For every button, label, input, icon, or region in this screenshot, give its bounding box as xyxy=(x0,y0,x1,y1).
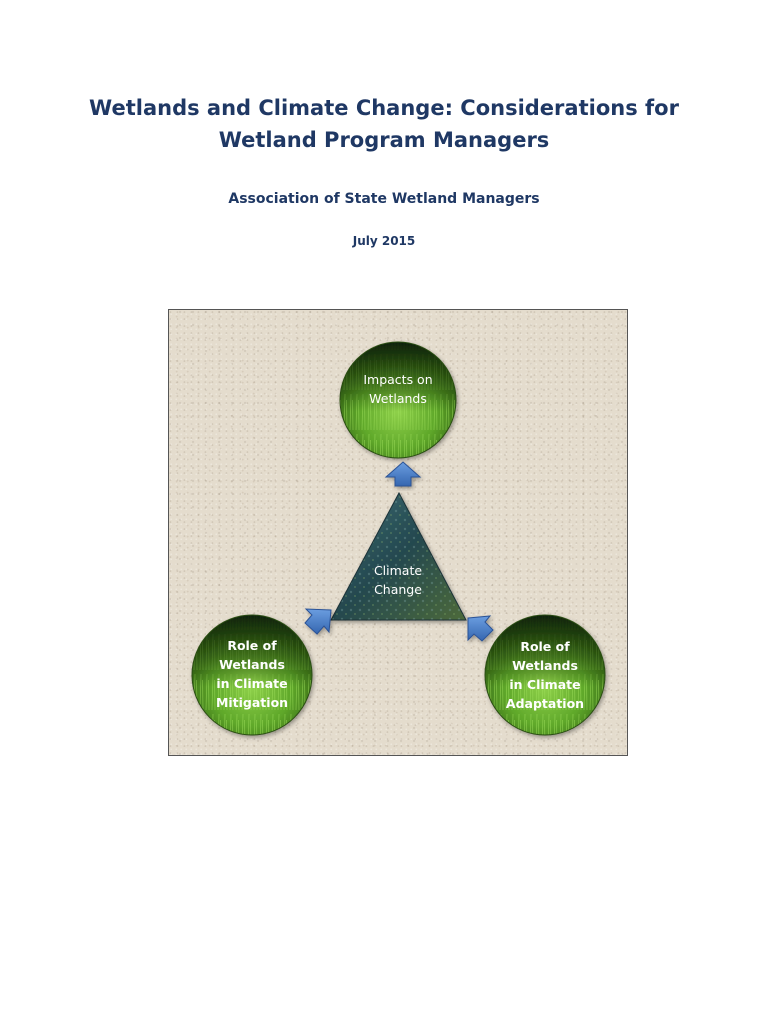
document-title-line2: Wetland Program Managers xyxy=(218,128,550,152)
node-climate-label-line1: Climate xyxy=(374,563,422,578)
publication-date: July 2015 xyxy=(352,234,416,248)
node-mitigation-label-line3: in Climate xyxy=(216,676,287,691)
cover-diagram: Impacts on Wetlands Climate Change Role … xyxy=(168,309,628,756)
node-mitigation-label-line1: Role of xyxy=(227,638,277,653)
node-role-in-mitigation xyxy=(191,614,313,736)
diagram-svg: Impacts on Wetlands Climate Change Role … xyxy=(191,341,606,736)
arrow-up-left-icon xyxy=(467,615,494,642)
node-climate-change xyxy=(330,491,467,621)
node-adaptation-label-line1: Role of xyxy=(520,639,570,654)
node-adaptation-label-line3: in Climate xyxy=(509,677,580,692)
node-impacts-label-line2: Wetlands xyxy=(369,391,427,406)
arrow-up-icon xyxy=(384,461,422,487)
node-mitigation-label-line2: Wetlands xyxy=(219,657,285,672)
node-mitigation-label-line4: Mitigation xyxy=(216,695,288,710)
node-role-in-adaptation xyxy=(484,614,606,736)
node-adaptation-label-line4: Adaptation xyxy=(506,696,584,711)
node-impacts-on-wetlands xyxy=(339,341,457,459)
document-title-line1: Wetlands and Climate Change: Considerati… xyxy=(89,96,679,120)
node-adaptation-label-line2: Wetlands xyxy=(512,658,578,673)
node-impacts-label-line1: Impacts on xyxy=(363,372,432,387)
node-climate-label-line2: Change xyxy=(374,582,422,597)
document-title: Wetlands and Climate Change: Considerati… xyxy=(0,92,768,156)
author-organization: Association of State Wetland Managers xyxy=(228,191,540,207)
arrow-up-right-icon xyxy=(304,608,332,635)
